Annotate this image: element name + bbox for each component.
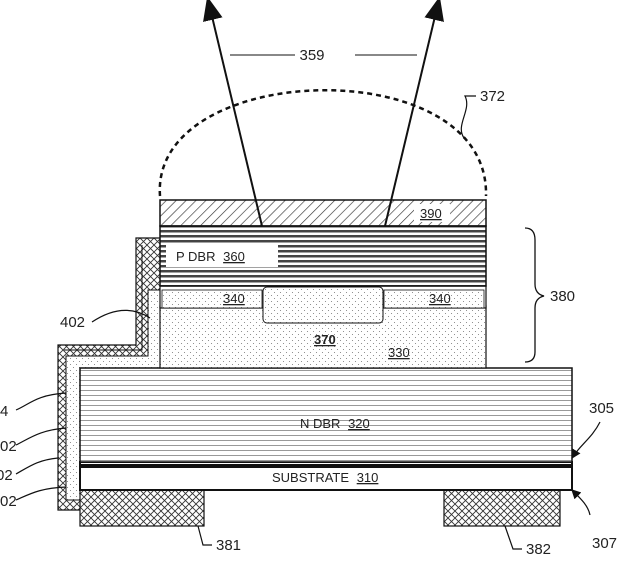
- label-p-dbr: P DBR 360: [176, 249, 245, 264]
- leader-305: [572, 422, 600, 458]
- aperture-region-370: [263, 287, 383, 323]
- leader-382: [505, 526, 522, 549]
- label-bracket-380: 380: [550, 288, 575, 305]
- label-oxide-right-340: 340: [429, 291, 451, 306]
- passivation-inner-step: [64, 245, 142, 350]
- label-left-3: 02: [0, 467, 13, 484]
- label-p-contact-381: 381: [216, 537, 241, 554]
- contact-pad-382: [444, 490, 560, 526]
- substrate-number: 310: [357, 470, 379, 485]
- leader-372: [461, 96, 476, 138]
- beam-arrow-right: [385, 8, 437, 226]
- p-dbr-number: 360: [223, 249, 245, 264]
- n-dbr-text: N DBR: [300, 416, 340, 431]
- leader-381: [198, 526, 212, 545]
- leader-left-3: [16, 458, 58, 474]
- leader-307: [572, 490, 590, 515]
- label-sidewall-402: 402: [60, 314, 85, 331]
- substrate-text: SUBSTRATE: [272, 470, 349, 485]
- p-dbr-text: P DBR: [176, 249, 216, 264]
- beam-arrow-left: [210, 8, 262, 226]
- label-top-layer-390: 390: [420, 206, 442, 221]
- label-n-contact-382: 382: [526, 541, 551, 558]
- label-substrate: SUBSTRATE 310: [272, 470, 378, 485]
- lens-dome-372: [160, 90, 486, 196]
- label-n-dbr: N DBR 320: [300, 416, 370, 431]
- n-dbr-number: 320: [348, 416, 370, 431]
- label-beam-359: 359: [299, 47, 324, 64]
- label-bottom-edge-307: 307: [592, 535, 617, 552]
- label-oxide-left-340: 340: [223, 291, 245, 306]
- label-left-2: 02: [0, 438, 17, 455]
- label-lens-372: 372: [480, 88, 505, 105]
- label-aperture-370: 370: [314, 332, 336, 347]
- bracket-380: [525, 228, 544, 362]
- contact-pad-381: [80, 490, 204, 526]
- oxide-left-340: [162, 290, 262, 308]
- label-active-330: 330: [388, 345, 410, 360]
- label-left-1: 4: [0, 403, 8, 420]
- label-wafer-edge-305: 305: [589, 400, 614, 417]
- label-left-4: 02: [0, 493, 17, 510]
- n-dbr-layer: [80, 368, 572, 462]
